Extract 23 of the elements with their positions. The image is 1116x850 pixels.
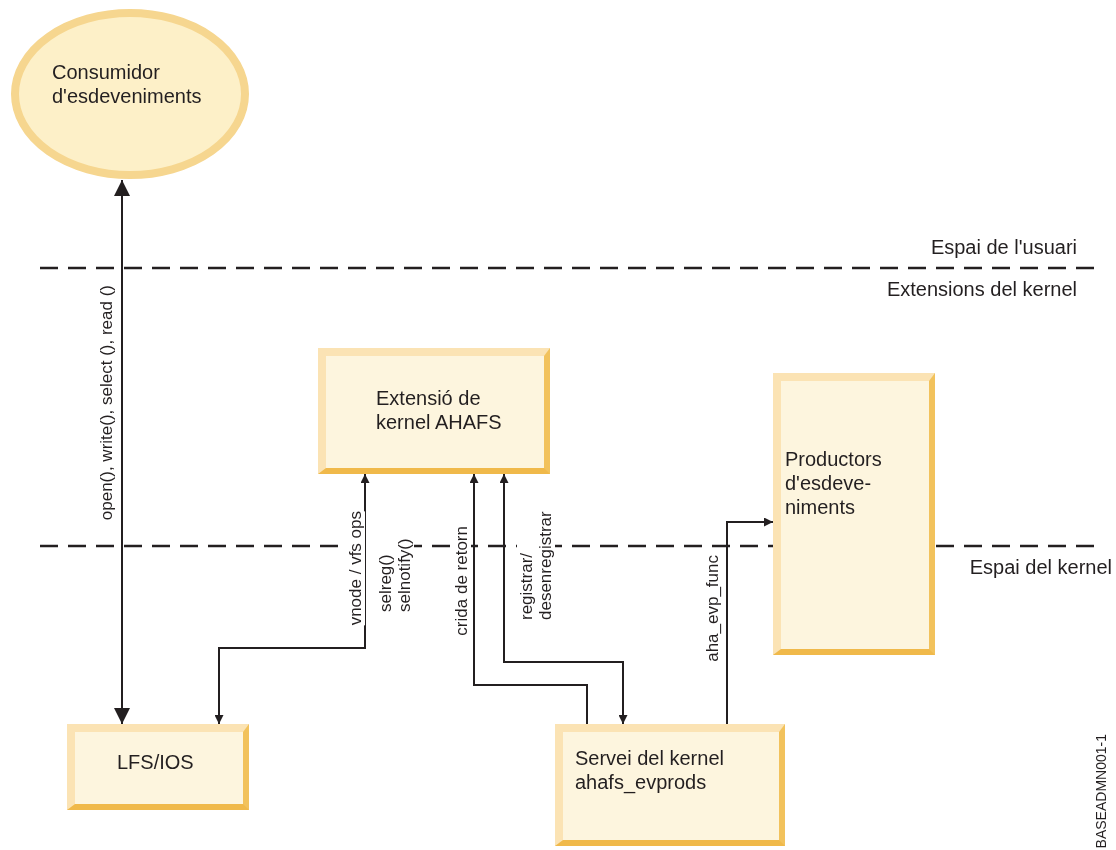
node-label: Consumidor d'esdeveniments (52, 60, 203, 108)
process-box (773, 373, 935, 655)
arrow (499, 473, 628, 725)
ellipse-node (10, 8, 250, 180)
edge-label: open(), write(), select (), read () (97, 284, 116, 520)
figure-id: BASEADMN001-1 (1093, 733, 1109, 848)
edge-label: crida de retorn (452, 526, 471, 636)
process-box (318, 348, 550, 474)
arrow (469, 473, 588, 725)
arrow (214, 473, 370, 725)
node-label: Extensió de kernel AHAFS (376, 386, 503, 434)
region-label: Espai de l'usuari (930, 236, 1077, 259)
process-box (67, 724, 249, 810)
node-label: Servei del kernel ahafs_evprods (575, 746, 725, 794)
arrow (114, 179, 130, 725)
edge-label: aha_evp_func (703, 555, 722, 662)
process-box (555, 724, 785, 846)
arrow (726, 517, 774, 725)
region-label: Extensions del kernel (886, 278, 1077, 301)
node-label: Productors d'esdeve- niments (785, 447, 883, 519)
edge-label: vnode / vfs ops (346, 510, 365, 625)
region-label: Espai del kernel (969, 556, 1112, 579)
node-label: LFS/IOS (117, 750, 195, 774)
